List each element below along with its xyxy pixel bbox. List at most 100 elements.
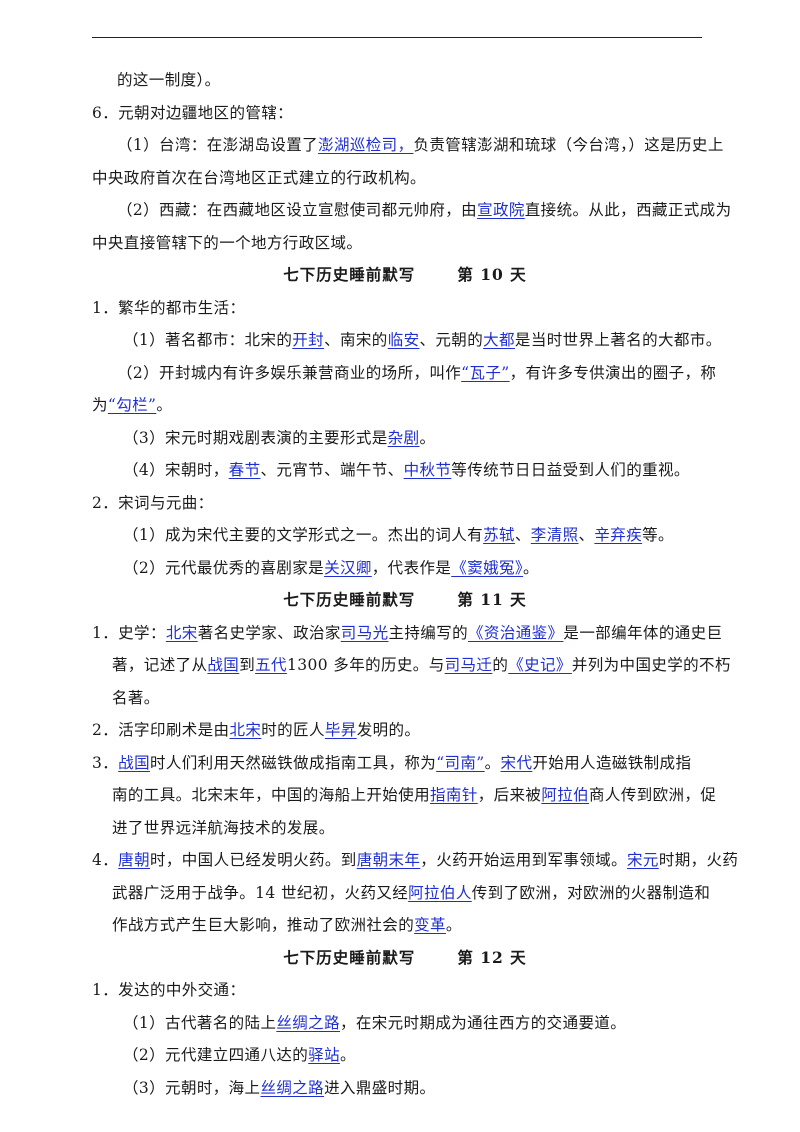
- heading-day: 第 10 天: [457, 265, 527, 284]
- key-term[interactable]: 阿拉伯: [541, 786, 590, 804]
- text: 著，记述了从: [112, 656, 208, 674]
- key-term[interactable]: 唐朝末年: [356, 851, 421, 869]
- key-term[interactable]: 司马光: [340, 623, 389, 642]
- key-term[interactable]: 驿站: [308, 1046, 340, 1064]
- paragraph: （3）宋元时期戏剧表演的主要形式是杂剧。: [92, 422, 718, 455]
- paragraph: 著，记述了从战国到五代1300 多年的历史。与司马迁的《史记》并列为中国史学的不…: [92, 649, 730, 682]
- key-term[interactable]: 宋代: [500, 753, 533, 772]
- paragraph: （2）西藏：在西藏地区设立宣慰使司都元帅府，由宣政院直接统。从此，西藏正式成为: [92, 194, 731, 227]
- key-term[interactable]: 变革: [414, 916, 446, 934]
- text: 到: [239, 656, 256, 674]
- text: 、元宵节、端午节、: [260, 461, 404, 479]
- section-heading: 1．繁华的都市生活：: [92, 292, 718, 325]
- key-term[interactable]: 关汉卿: [324, 558, 372, 577]
- text: 商人传到欧洲，促: [589, 786, 717, 804]
- text: 、南宋的: [324, 331, 388, 349]
- paragraph: 的这一制度）。: [92, 64, 718, 97]
- key-term[interactable]: 五代: [255, 656, 287, 674]
- heading-day: 第 12 天: [457, 947, 527, 967]
- text: ，在宋元时期成为通往西方的交通要道。: [339, 1013, 627, 1032]
- key-term[interactable]: 《资治通鉴》: [468, 623, 564, 642]
- key-term[interactable]: “司南”: [436, 753, 485, 772]
- key-term[interactable]: 战国: [118, 753, 150, 772]
- key-term[interactable]: 北宋: [229, 721, 262, 739]
- text: 1300 多年的历史。与: [286, 656, 445, 674]
- paragraph: 1．史学：北宋著名史学家、政治家司马光主持编写的《资治通鉴》是一部编年体的通史巨: [92, 617, 722, 650]
- text: 。: [339, 1046, 356, 1064]
- key-term[interactable]: 唐朝: [118, 851, 150, 869]
- key-term[interactable]: 大都: [483, 331, 515, 349]
- text: 中央政府首次在台湾地区正式建立的行政机构。: [92, 168, 426, 187]
- heading-title: 七下历史睡前默写: [283, 265, 416, 284]
- text: （2）开封城内有许多娱乐兼营商业的场所，叫作: [117, 363, 462, 382]
- key-term[interactable]: 临安: [387, 331, 420, 349]
- key-term[interactable]: 丝绸之路: [260, 1078, 325, 1097]
- paragraph: 3．战国时人们利用天然磁铁做成指南工具，称为“司南”。宋代开始用人造磁铁制成指: [92, 747, 718, 780]
- text: 。: [523, 558, 539, 577]
- key-term[interactable]: 毕昇: [324, 721, 357, 739]
- text: （1）古代著名的陆上: [123, 1013, 277, 1032]
- heading-day: 第 11 天: [457, 590, 527, 609]
- key-term[interactable]: “勾栏”: [107, 396, 157, 414]
- key-term[interactable]: 辛弃疾: [594, 526, 643, 544]
- paragraph: 名著。: [92, 682, 718, 715]
- key-term[interactable]: 春节: [228, 461, 261, 479]
- text: 并列为中国史学的不朽: [571, 656, 731, 674]
- section-heading: 6．元朝对边疆地区的管辖：: [92, 97, 718, 130]
- key-term[interactable]: 澎湖巡检司，: [318, 136, 414, 154]
- paragraph: （3）元朝时，海上丝绸之路进入鼎盛时期。: [92, 1072, 718, 1105]
- text: 等。: [642, 526, 674, 544]
- key-term[interactable]: “瓦子”: [461, 363, 510, 382]
- text: 1．发达的中外交通：: [92, 981, 246, 999]
- key-term[interactable]: 杂剧: [387, 428, 420, 447]
- key-term[interactable]: 《史记》: [508, 656, 572, 674]
- text: 主持编写的: [388, 623, 469, 642]
- key-term[interactable]: 中秋节: [403, 461, 452, 479]
- text: （2）元代建立四通八达的: [123, 1046, 309, 1064]
- paragraph: （1）成为宋代主要的文学形式之一。杰出的词人有苏轼、李清照、辛弃疾等。: [92, 519, 718, 552]
- text: 6．元朝对边疆地区的管辖：: [92, 103, 294, 122]
- text: 进入鼎盛时期。: [324, 1078, 436, 1097]
- text: 开始用人造磁铁制成指: [532, 753, 692, 772]
- text: 。: [445, 916, 462, 934]
- key-term[interactable]: 北宋: [165, 623, 198, 642]
- paragraph: （2）开封城内有许多娱乐兼营商业的场所，叫作“瓦子”，有许多专供演出的圈子，称: [92, 357, 718, 390]
- paragraph: （1）著名都市：北宋的开封、南宋的临安、元朝的大都是当时世界上著名的大都市。: [92, 324, 721, 357]
- paragraph: 南的工具。北宋末年，中国的海船上开始使用指南针，后来被阿拉伯商人传到欧洲，促: [92, 779, 718, 812]
- text: 著名史学家、政治家: [197, 623, 341, 642]
- key-term[interactable]: 宣政院: [477, 201, 525, 219]
- text: 时的匠人: [261, 721, 325, 739]
- text: 传到了欧洲，对欧洲的火器制造和: [471, 883, 711, 902]
- section-heading: 2．宋词与元曲：: [92, 487, 718, 520]
- text: 3．: [92, 753, 119, 772]
- day-heading: 七下历史睡前默写第 11 天: [92, 584, 718, 617]
- paragraph: 中央直接管辖下的一个地方行政区域。: [92, 227, 718, 260]
- text: 的: [492, 656, 509, 674]
- document-body: 的这一制度）。 6．元朝对边疆地区的管辖： （1）台湾：在澎湖岛设置了澎湖巡检司…: [92, 64, 738, 1105]
- key-term[interactable]: 指南针: [430, 786, 478, 804]
- key-term[interactable]: 开封: [292, 331, 325, 349]
- text: 是一部编年体的通史巨: [563, 623, 723, 642]
- text: 进了世界远洋航海技术的发展。: [112, 818, 335, 837]
- text: 4．: [92, 851, 119, 869]
- paragraph: 为“勾栏”。: [92, 389, 718, 422]
- key-term[interactable]: 李清照: [530, 526, 579, 544]
- key-term[interactable]: 阿拉伯人: [408, 883, 472, 902]
- text: 、: [514, 526, 531, 544]
- paragraph: 进了世界远洋航海技术的发展。: [92, 812, 718, 845]
- key-term[interactable]: 《窦娥冤》: [451, 558, 524, 577]
- heading-title: 七下历史睡前默写: [283, 947, 416, 967]
- text: 、元朝的: [419, 331, 484, 349]
- paragraph: （2）元代最优秀的喜剧家是关汉卿，代表作是《窦娥冤》。: [92, 552, 718, 585]
- key-term[interactable]: 丝绸之路: [276, 1013, 340, 1032]
- text: 负责管辖澎湖和琉球（今台湾，）这是历史上: [413, 136, 724, 154]
- key-term[interactable]: 苏轼: [483, 526, 515, 544]
- key-term[interactable]: 宋元: [627, 851, 659, 869]
- text: （3）宋元时期戏剧表演的主要形式是: [123, 428, 388, 447]
- text: 。: [419, 428, 436, 447]
- key-term[interactable]: 司马迁: [444, 656, 493, 674]
- paragraph: （1）台湾：在澎湖岛设置了澎湖巡检司，负责管辖澎湖和琉球（今台湾，）这是历史上: [92, 129, 723, 162]
- text: 中央直接管辖下的一个地方行政区域。: [92, 233, 363, 252]
- text: 为: [92, 396, 108, 414]
- key-term[interactable]: 战国: [207, 656, 240, 674]
